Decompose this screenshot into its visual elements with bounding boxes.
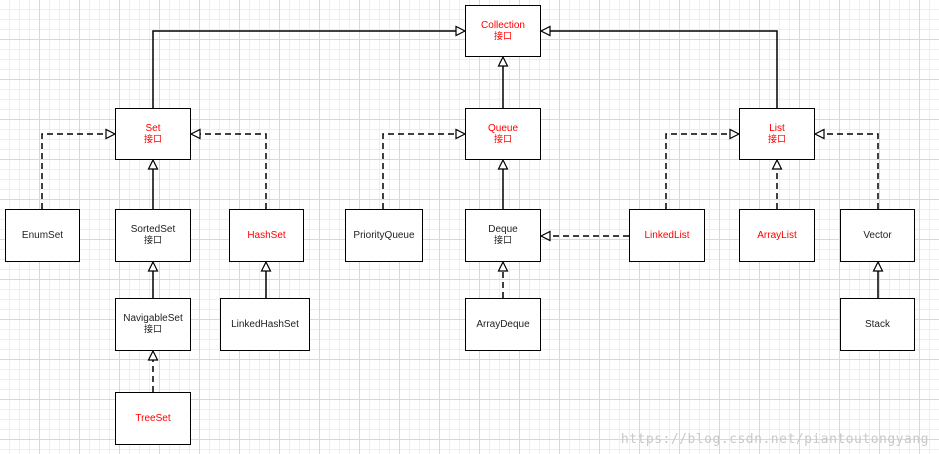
edge-stack-to-vector bbox=[872, 260, 884, 298]
node-arraylist: ArrayList bbox=[739, 209, 815, 262]
node-title: SortedSet bbox=[130, 224, 176, 235]
edge-hashset-to-set bbox=[189, 128, 267, 209]
inheritance-arrowhead-icon bbox=[147, 260, 159, 272]
inheritance-arrowhead-icon bbox=[147, 349, 159, 361]
node-title: TreeSet bbox=[135, 412, 171, 424]
edge-line bbox=[200, 133, 267, 209]
inheritance-arrowhead-icon bbox=[455, 128, 467, 140]
edge-set-to-collection bbox=[152, 25, 467, 108]
node-title: HashSet bbox=[247, 229, 286, 241]
edge-arraylist-to-list bbox=[771, 158, 783, 209]
watermark: https://blog.csdn.net/piantoutongyang bbox=[620, 432, 929, 447]
node-title: ArrayList bbox=[757, 229, 797, 241]
node-vector: Vector bbox=[840, 209, 915, 262]
edge-linkedlist-to-deque bbox=[539, 230, 629, 242]
node-subtitle: 接口 bbox=[493, 134, 512, 145]
edge-priorityqueue-to-queue bbox=[382, 128, 467, 209]
inheritance-arrowhead-icon bbox=[260, 260, 272, 272]
node-arraydeque: ArrayDeque bbox=[465, 298, 541, 351]
node-title: LinkedList bbox=[644, 229, 690, 241]
edge-line bbox=[665, 133, 730, 209]
inheritance-arrowhead-icon bbox=[497, 158, 509, 170]
node-linkedhashset: LinkedHashSet bbox=[220, 298, 310, 351]
node-linkedlist: LinkedList bbox=[629, 209, 705, 262]
node-enumset: EnumSet bbox=[5, 209, 80, 262]
inheritance-arrowhead-icon bbox=[813, 128, 825, 140]
node-title: EnumSet bbox=[21, 229, 64, 241]
inheritance-arrowhead-icon bbox=[872, 260, 884, 272]
node-title: Collection bbox=[481, 19, 525, 31]
node-stack: Stack bbox=[840, 298, 915, 351]
node-title: PriorityQueue bbox=[353, 229, 415, 241]
edge-line bbox=[152, 30, 456, 108]
edge-arraydeque-to-deque bbox=[497, 260, 509, 298]
inheritance-arrowhead-icon bbox=[497, 260, 509, 272]
edge-line bbox=[41, 133, 106, 209]
edge-list-to-collection bbox=[539, 25, 778, 108]
edge-line bbox=[382, 133, 456, 209]
inheritance-arrowhead-icon bbox=[539, 230, 551, 242]
edge-line bbox=[550, 30, 778, 108]
edge-linkedlist-to-list bbox=[665, 128, 741, 209]
inheritance-arrowhead-icon bbox=[497, 55, 509, 67]
node-title: LinkedHashSet bbox=[231, 318, 299, 330]
node-subtitle: 接口 bbox=[143, 236, 162, 246]
node-title: Stack bbox=[864, 318, 890, 330]
node-title: List bbox=[769, 122, 785, 134]
node-subtitle: 接口 bbox=[493, 236, 512, 246]
edge-line bbox=[824, 133, 879, 209]
node-subtitle: 接口 bbox=[143, 134, 162, 145]
edge-linkedhashset-to-hashset bbox=[260, 260, 272, 298]
node-subtitle: 接口 bbox=[767, 134, 786, 145]
node-subtitle: 接口 bbox=[143, 325, 162, 335]
node-title: Queue bbox=[487, 122, 519, 134]
inheritance-arrowhead-icon bbox=[539, 25, 551, 37]
inheritance-arrowhead-icon bbox=[455, 25, 467, 37]
inheritance-arrowhead-icon bbox=[189, 128, 201, 140]
edge-vector-to-list bbox=[813, 128, 879, 209]
edge-queue-to-collection bbox=[497, 55, 509, 108]
inheritance-arrowhead-icon bbox=[105, 128, 117, 140]
node-title: Set bbox=[145, 122, 161, 134]
node-title: Deque bbox=[488, 224, 518, 235]
edge-navigableset-to-sortedset bbox=[147, 260, 159, 298]
node-title: Vector bbox=[863, 229, 892, 241]
node-title: NavigableSet bbox=[123, 313, 183, 324]
inheritance-arrowhead-icon bbox=[147, 158, 159, 170]
edge-deque-to-queue bbox=[497, 158, 509, 209]
edge-enumset-to-set bbox=[41, 128, 117, 209]
node-priorityqueue: PriorityQueue bbox=[345, 209, 423, 262]
node-hashset: HashSet bbox=[229, 209, 304, 262]
node-subtitle: 接口 bbox=[493, 31, 512, 42]
node-treeset: TreeSet bbox=[115, 392, 191, 445]
edge-sortedset-to-set bbox=[147, 158, 159, 209]
node-title: ArrayDeque bbox=[476, 318, 530, 330]
inheritance-arrowhead-icon bbox=[729, 128, 741, 140]
inheritance-arrowhead-icon bbox=[771, 158, 783, 170]
edge-treeset-to-navigableset bbox=[147, 349, 159, 392]
